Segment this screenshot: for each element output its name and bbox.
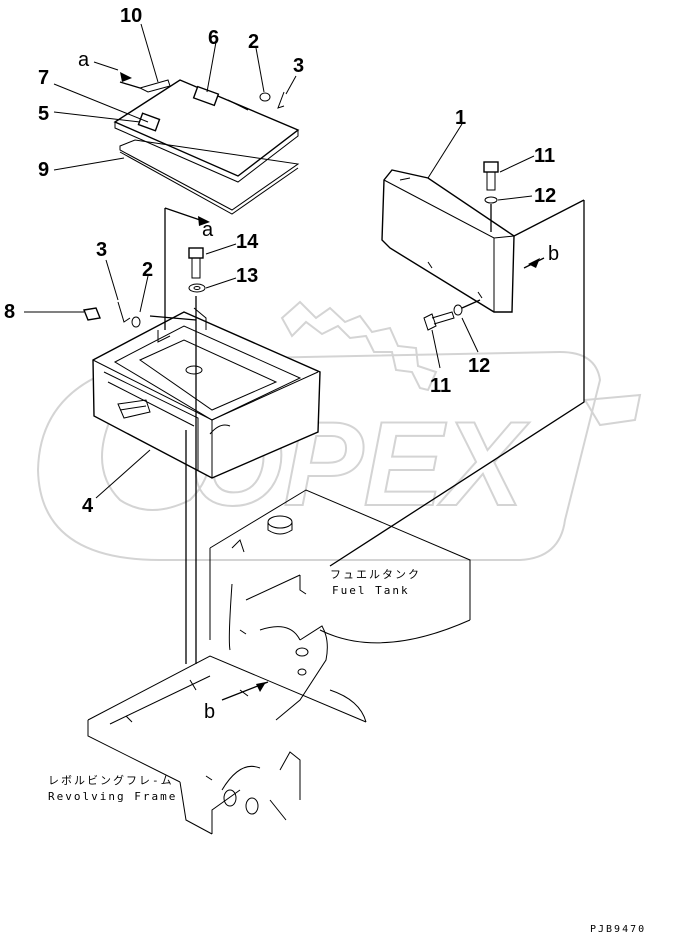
callout-10: 10 [120,5,142,27]
fuel-tank-label-en: Fuel Tank [332,584,410,597]
bolt-14 [188,247,206,293]
callout-2-mid: 2 [142,259,153,281]
callout-leaders [24,23,535,499]
callout-11-top: 11 [534,145,555,167]
callout-11-bottom: 11 [430,375,451,397]
ref-b-left: b [204,701,215,723]
revolving-frame-label-jp: レボルビングフレ-ム [48,773,174,787]
ref-a-top: a [78,49,90,71]
drawing-code: PJB9470 [590,924,646,935]
callout-9: 9 [38,159,49,181]
callout-3-mid: 3 [96,239,107,261]
callout-7: 7 [38,67,49,89]
callout-14: 14 [236,231,259,253]
ref-a-mid: a [202,219,214,241]
lid-assembly [113,79,300,183]
ref-b-right: b [548,243,559,265]
callout-3-top: 3 [293,55,304,77]
callout-5: 5 [38,103,49,125]
callout-8: 8 [4,301,15,323]
arrow-heads [120,72,540,692]
callout-12-top: 12 [534,185,556,207]
fuel-tank-label-jp: フュエルタンク [330,568,421,581]
callout-12-bottom: 12 [468,355,490,377]
callout-4: 4 [82,495,94,517]
callout-13: 13 [236,265,258,287]
revolving-frame-label-en: Revolving Frame [48,790,177,803]
tool-box [83,301,321,479]
callout-1: 1 [455,107,466,129]
side-cover [381,161,515,331]
reference-lines [149,199,585,701]
callout-2-top: 2 [248,31,259,53]
frame-and-tank [87,489,471,835]
gasket [119,139,300,215]
callout-6: 6 [208,27,219,49]
